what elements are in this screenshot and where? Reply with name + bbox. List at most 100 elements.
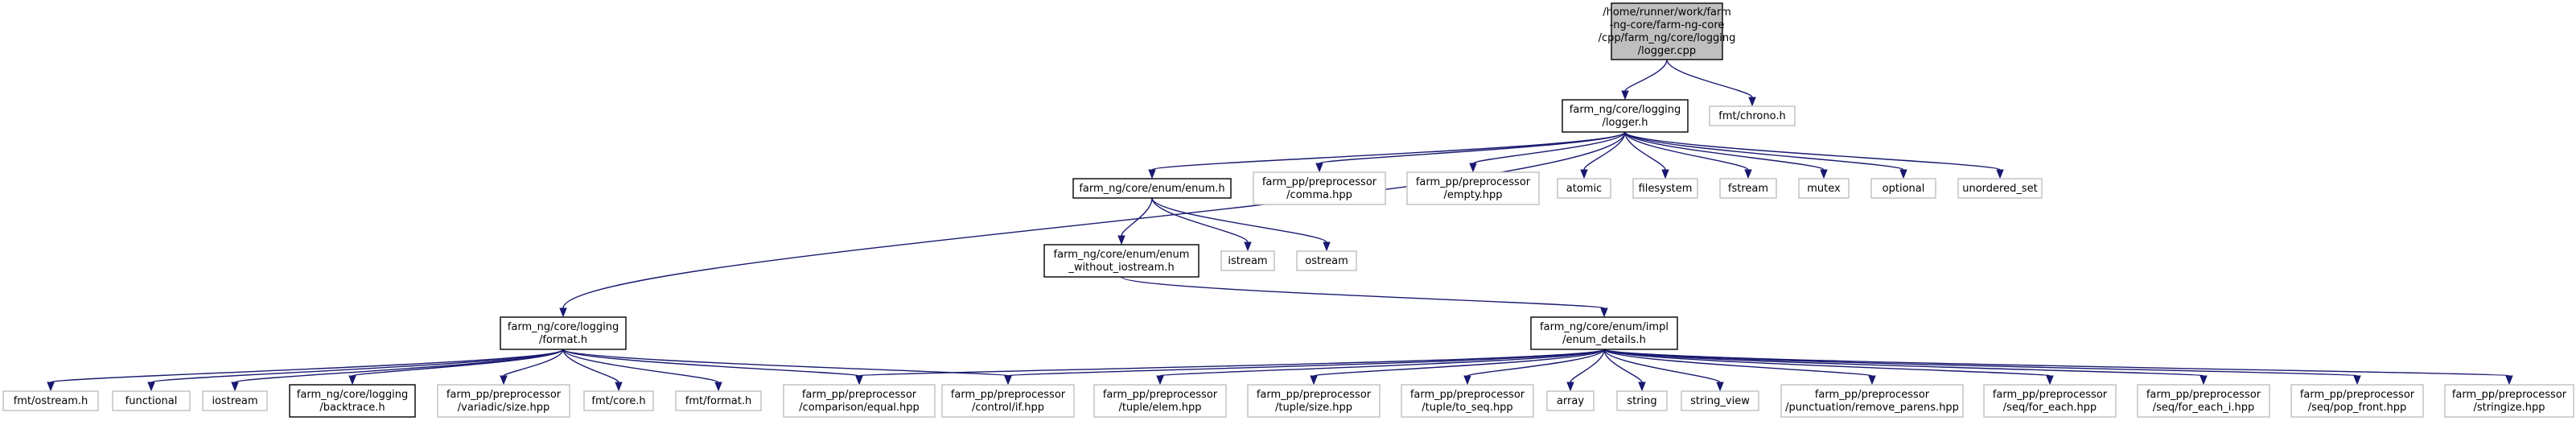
node-string: string — [1616, 390, 1668, 411]
node-box — [1983, 384, 2117, 418]
node-farm-ng-core-logging-format-h[interactable]: farm_ng/core/logging/format.h — [500, 316, 627, 350]
node-label-line: farm_pp/preprocessor — [1416, 176, 1531, 188]
node-farm-ng-core-enum-impl-enum-details-h[interactable]: farm_ng/core/enum/impl/enum_details.h — [1530, 316, 1678, 350]
node-label-line: farm_ng/core/enum/impl — [1540, 321, 1669, 333]
node-farm-pp-preprocessor-tuple-size-hpp: farm_pp/preprocessor/tuple/size.hpp — [1247, 384, 1381, 418]
node-farm-ng-core-enum-enum-h[interactable]: farm_ng/core/enum/enum.h — [1072, 178, 1232, 199]
node-label-line: /seq/for_each.hpp — [2003, 402, 2097, 414]
node-box — [1247, 384, 1381, 418]
edge-line — [1472, 131, 1626, 164]
node-label-line: ostream — [1305, 255, 1348, 267]
edge-arrowhead — [1244, 241, 1252, 252]
node-label-line: /seq/pop_front.hpp — [2308, 402, 2407, 414]
node-label-line: fmt/ostream.h — [14, 395, 88, 407]
node-fmt-chrono-h: fmt/chrono.h — [1709, 105, 1796, 126]
node-farm-ng-core-enum-enum-without-iostream-h[interactable]: farm_ng/core/enum/enum_without_iostream.… — [1043, 244, 1200, 278]
edge-n16-to-n30 — [1603, 349, 1646, 392]
node-label-line: /logger.cpp — [1638, 45, 1696, 57]
edge-line — [1570, 349, 1605, 383]
edge-line — [1603, 349, 1873, 377]
edge-arrowhead — [1661, 169, 1669, 179]
edge-arrowhead — [855, 375, 863, 386]
node-label-line: /cpp/farm_ng/core/logging — [1599, 32, 1736, 44]
node-box — [202, 390, 268, 411]
edge-line — [1121, 276, 1605, 309]
node-farm-pp-preprocessor-seq-for-each-i-hpp: farm_pp/preprocessor/seq/for_each_i.hpp — [2137, 384, 2270, 418]
node-label-line: /seq/for_each_i.hpp — [2153, 402, 2255, 414]
node-box — [2290, 384, 2424, 418]
node-label-line: /comparison/equal.hpp — [799, 402, 920, 414]
node-array: array — [1546, 390, 1595, 411]
edge-arrowhead — [2199, 375, 2208, 386]
edge-line — [1624, 131, 1666, 171]
node-farm-ng-core-logging-logger-h[interactable]: farm_ng/core/logging/logger.h — [1562, 99, 1689, 133]
edge-arrowhead — [1638, 382, 1646, 392]
node-box — [2, 390, 99, 411]
node-label-line: farm_pp/preprocessor — [446, 389, 562, 401]
edge-line — [50, 349, 564, 383]
edge-arrowhead — [1323, 241, 1331, 252]
node-label-line: /logger.h — [1603, 117, 1648, 129]
edge-n3-to-n21 — [500, 349, 564, 386]
edge-n16-to-n24 — [855, 349, 1605, 386]
node-string-view: string_view — [1681, 390, 1759, 411]
nodes-layer: /home/runner/work/farm-ng-core/farm-ng-c… — [2, 2, 2574, 418]
edge-line — [562, 349, 1009, 377]
edge-line — [1603, 349, 2510, 377]
edge-line — [1624, 131, 1749, 171]
edge-n1-to-n9 — [1624, 131, 1752, 179]
node-label-line: /comma.hpp — [1286, 189, 1352, 201]
node-label-line: farm_ng/core/logging — [1570, 104, 1681, 116]
node-box — [2444, 384, 2574, 418]
edge-line — [1159, 349, 1605, 377]
node-box — [1957, 178, 2043, 199]
node-farm-ng-core-logging-backtrace-h[interactable]: farm_ng/core/logging/backtrace.h — [289, 384, 416, 418]
node-label-line: -ng-core/farm-ng-core — [1610, 19, 1725, 31]
edge-line — [1151, 197, 1249, 243]
edge-n3-to-n17 — [47, 349, 564, 392]
edge-n1-to-n6 — [1469, 131, 1626, 173]
node-fmt-core-h: fmt/core.h — [583, 390, 654, 411]
edge-n0-to-n2 — [1666, 59, 1756, 107]
node-box — [1632, 178, 1698, 199]
edge-n16-to-n28 — [1463, 349, 1605, 386]
node-label-line: farm_pp/preprocessor — [1410, 389, 1525, 401]
edge-line — [1603, 349, 2358, 377]
edge-arrowhead — [1310, 375, 1318, 386]
edge-line — [1313, 349, 1605, 377]
node-label-line: optional — [1883, 183, 1925, 195]
node-fmt-format-h: fmt/format.h — [675, 390, 762, 411]
node-farm-pp-preprocessor-tuple-to-seq-hpp: farm_pp/preprocessor/tuple/to_seq.hpp — [1401, 384, 1534, 418]
edge-arrowhead — [2505, 375, 2513, 386]
node-label-line: /home/runner/work/farm — [1603, 6, 1731, 19]
node-label-line: farm_pp/preprocessor — [2300, 389, 2415, 401]
node-label-line: string — [1627, 395, 1656, 407]
node-home-runner-work-farm-ng-core-farm-ng-core-cpp-farm-ng-core-logging-logger-cpp[interactable]: /home/runner/work/farm-ng-core/farm-ng-c… — [1599, 2, 1736, 60]
node-box — [112, 390, 191, 411]
edge-arrowhead — [1004, 375, 1012, 386]
node-box — [1780, 384, 1964, 418]
edge-arrowhead — [714, 382, 722, 392]
node-label-line: mutex — [1807, 183, 1841, 195]
node-farm-pp-preprocessor-stringize-hpp: farm_pp/preprocessor/stringize.hpp — [2444, 384, 2574, 418]
node-label-line: /tuple/elem.hpp — [1118, 402, 1201, 414]
edge-line — [352, 349, 564, 377]
edge-arrowhead — [2353, 375, 2361, 386]
node-label-line: farm_pp/preprocessor — [2452, 389, 2567, 401]
edge-arrowhead — [231, 382, 239, 392]
node-label-line: iostream — [212, 395, 257, 407]
node-mutex: mutex — [1798, 178, 1850, 199]
node-label-line: /stringize.hpp — [2473, 402, 2545, 414]
edge-line — [1603, 349, 2204, 377]
node-box — [675, 390, 762, 411]
node-label-line: farm_pp/preprocessor — [1262, 176, 1377, 188]
node-label-line: farm_pp/preprocessor — [951, 389, 1066, 401]
node-iostream: iostream — [202, 390, 268, 411]
edge-arrowhead — [500, 375, 508, 386]
node-label-line: unordered_set — [1962, 183, 2037, 195]
node-box — [1719, 178, 1777, 199]
edge-arrowhead — [1148, 169, 1156, 179]
edge-line — [1007, 349, 1605, 377]
edge-arrowhead — [1899, 169, 1907, 179]
edge-line — [1666, 59, 1753, 98]
